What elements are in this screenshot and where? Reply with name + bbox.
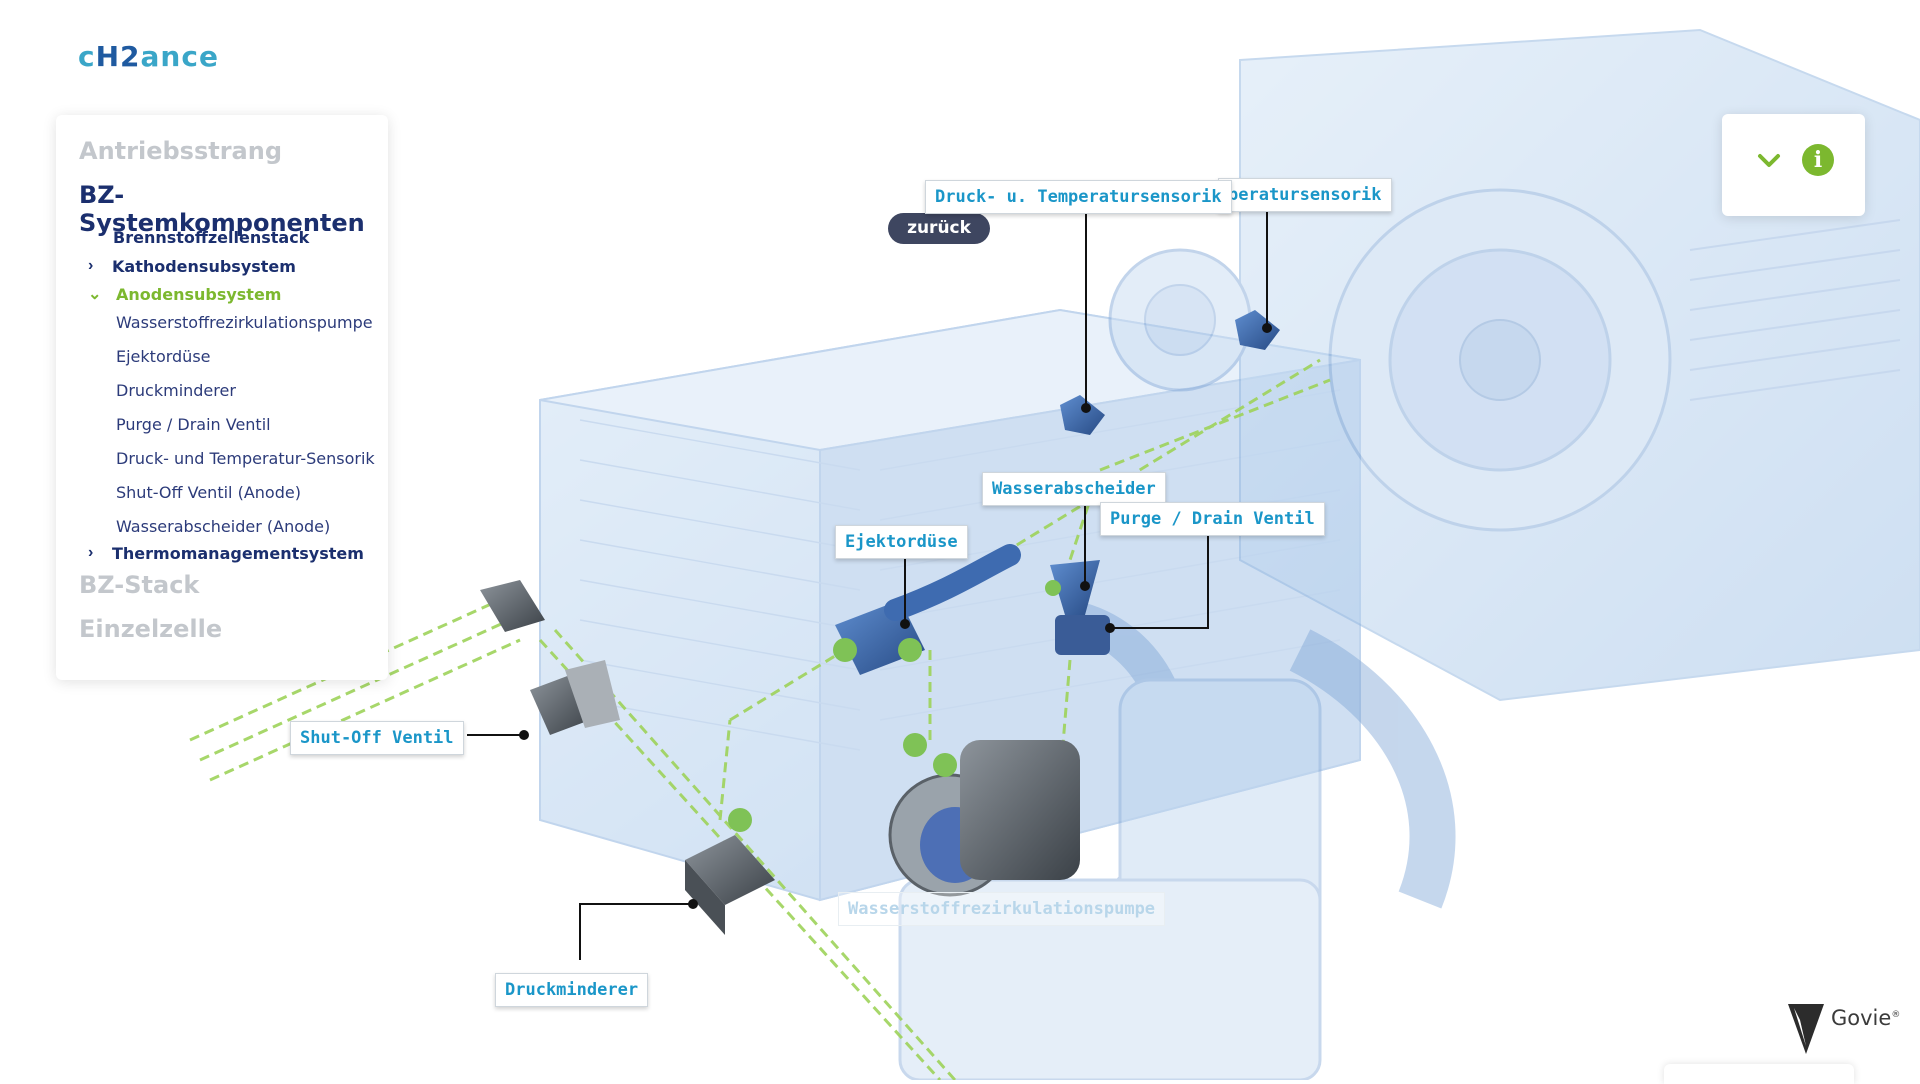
- info-icon[interactable]: i: [1802, 144, 1834, 176]
- menu-section-antriebsstrang[interactable]: Antriebsstrang: [79, 137, 282, 165]
- menu-leaf-druckminderer[interactable]: Druckminderer: [116, 381, 236, 400]
- menu-item-anodensubsystem[interactable]: Anodensubsystem: [116, 285, 282, 304]
- sensor-parts: [1060, 310, 1280, 435]
- callout-dots: [519, 323, 1272, 909]
- govie-brand: Govie®: [1786, 1000, 1906, 1060]
- navigation-panel: Antriebsstrang BZ-Systemkomponenten Bren…: [56, 115, 388, 680]
- menu-leaf-druck-temp-sensorik[interactable]: Druck- und Temperatur-Sensorik: [116, 449, 375, 468]
- chance-logo: cH2ance: [78, 40, 219, 73]
- water-separator-part: [1045, 560, 1110, 655]
- menu-leaf-shut-off[interactable]: Shut-Off Ventil (Anode): [116, 483, 301, 502]
- callout-shut-off-ventil[interactable]: Shut-Off Ventil: [290, 721, 464, 755]
- ejector-nozzle-part: [833, 544, 1021, 675]
- pressure-reducer-part: [685, 808, 775, 935]
- menu-section-bz-systemkomponenten[interactable]: BZ-Systemkomponenten: [79, 181, 365, 237]
- bottom-right-panel-edge: [1664, 1064, 1854, 1084]
- menu-item-kathodensubsystem[interactable]: Kathodensubsystem: [112, 257, 296, 276]
- menu-leaf-rezirkulationspumpe[interactable]: Wasserstoffrezirkulationspumpe: [116, 313, 373, 332]
- chevron-right-icon[interactable]: ›: [88, 257, 94, 274]
- menu-leaf-wasserabscheider[interactable]: Wasserabscheider (Anode): [116, 517, 331, 536]
- chevron-right-icon[interactable]: ›: [88, 544, 94, 561]
- ghost-lower-pipes: [898, 602, 1456, 1080]
- view-toolbox: i: [1722, 114, 1865, 216]
- registered-mark: ®: [1891, 1010, 1901, 1020]
- callout-rezirkulationspumpe[interactable]: Wasserstoffrezirkulationspumpe: [838, 892, 1166, 926]
- govie-logo-icon: [1788, 1004, 1824, 1054]
- back-button[interactable]: zurück: [888, 213, 990, 244]
- callout-leaders: [467, 208, 1268, 960]
- menu-section-einzelzelle[interactable]: Einzelzelle: [79, 615, 223, 643]
- logo-part-h2: H2: [95, 40, 141, 73]
- callout-wasserabscheider[interactable]: Wasserabscheider: [982, 472, 1166, 506]
- callout-purge-drain-ventil[interactable]: Purge / Drain Ventil: [1100, 502, 1325, 536]
- callout-druck-temp-sensorik-2[interactable]: peratursensorik: [1218, 178, 1392, 212]
- menu-item-thermomanagement[interactable]: Thermomanagementsystem: [112, 544, 364, 563]
- callout-druckminderer[interactable]: Druckminderer: [495, 973, 649, 1007]
- logo-part-ance: ance: [140, 40, 219, 73]
- shut-off-valve-part: [480, 580, 620, 735]
- menu-item-brennstoffzellenstack[interactable]: Brennstoffzellenstack: [113, 228, 310, 247]
- recirculation-pump-part: [888, 733, 1080, 897]
- chevron-down-icon[interactable]: ⌄: [88, 286, 102, 303]
- ghost-compressor: [1108, 28, 1920, 702]
- menu-leaf-ejektorduese[interactable]: Ejektordüse: [116, 347, 211, 366]
- menu-section-bz-stack[interactable]: BZ-Stack: [79, 571, 200, 599]
- govie-wordmark: Govie: [1831, 1006, 1892, 1030]
- menu-leaf-purge-drain[interactable]: Purge / Drain Ventil: [116, 415, 271, 434]
- callout-druck-temp-sensorik[interactable]: Druck- u. Temperatursensorik: [925, 180, 1232, 214]
- callout-ejektorduese[interactable]: Ejektordüse: [835, 525, 968, 559]
- collapse-chevron-icon[interactable]: [1752, 144, 1786, 178]
- logo-part-c: c: [78, 40, 96, 73]
